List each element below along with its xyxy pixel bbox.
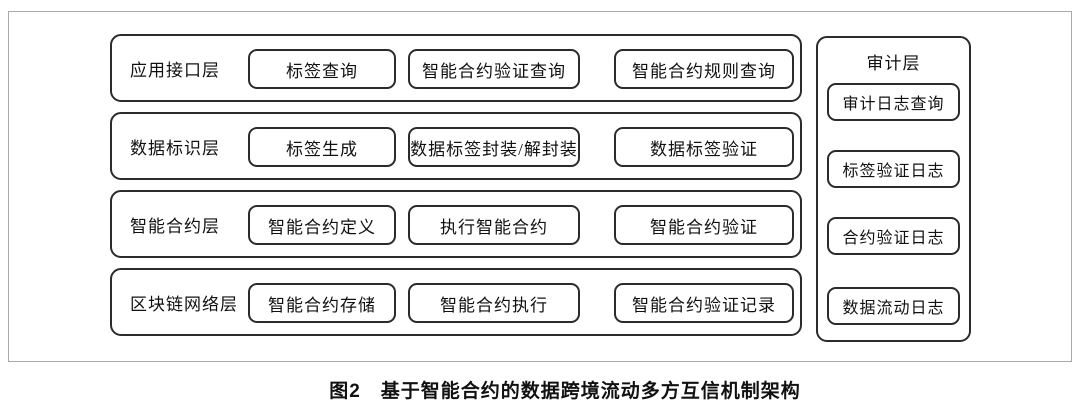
node-tag-verification-log: 标签验证日志 <box>827 150 960 188</box>
node-audit-log-query: 审计日志查询 <box>827 83 960 121</box>
node-contract-run: 智能合约执行 <box>408 283 580 323</box>
layer-row-data-identification: 数据标识层 标签生成 数据标签封装/解封装 数据标签验证 <box>110 112 802 180</box>
layer-label-data-identification: 数据标识层 <box>130 138 220 158</box>
layer-row-application-interface: 应用接口层 标签查询 智能合约验证查询 智能合约规则查询 <box>110 34 802 102</box>
node-tag-query: 标签查询 <box>248 49 396 89</box>
layer-label-blockchain-network: 区块链网络层 <box>130 294 238 314</box>
node-tag-encapsulation: 数据标签封装/解封装 <box>408 127 580 167</box>
node-tag-generation: 标签生成 <box>248 127 396 167</box>
audit-layer-title: 审计层 <box>866 54 921 73</box>
node-contract-verification: 智能合约验证 <box>614 205 794 245</box>
layer-row-smart-contract: 智能合约层 智能合约定义 执行智能合约 智能合约验证 <box>110 190 802 258</box>
node-contract-verification-log: 合约验证日志 <box>827 217 960 255</box>
audit-layer-panel: 审计层 审计日志查询 标签验证日志 合约验证日志 数据流动日志 <box>816 36 971 342</box>
layer-stack: 应用接口层 标签查询 智能合约验证查询 智能合约规则查询 数据标识层 标签生成 … <box>110 34 802 346</box>
node-contract-rule-query: 智能合约规则查询 <box>614 49 794 89</box>
layer-row-blockchain-network: 区块链网络层 智能合约存储 智能合约执行 智能合约验证记录 <box>110 268 802 336</box>
figure-caption: 图2 基于智能合约的数据跨境流动多方互信机制架构 <box>329 381 801 402</box>
node-data-flow-log: 数据流动日志 <box>827 287 960 325</box>
node-contract-verification-record: 智能合约验证记录 <box>614 283 794 323</box>
node-tag-verification: 数据标签验证 <box>614 127 794 167</box>
node-contract-storage: 智能合约存储 <box>248 283 396 323</box>
diagram-frame: 应用接口层 标签查询 智能合约验证查询 智能合约规则查询 数据标识层 标签生成 … <box>8 11 1072 362</box>
node-contract-definition: 智能合约定义 <box>248 205 396 245</box>
node-contract-verification-query: 智能合约验证查询 <box>408 49 580 89</box>
layer-label-application-interface: 应用接口层 <box>130 60 220 80</box>
layer-label-smart-contract: 智能合约层 <box>130 216 220 236</box>
node-contract-execution: 执行智能合约 <box>408 205 580 245</box>
